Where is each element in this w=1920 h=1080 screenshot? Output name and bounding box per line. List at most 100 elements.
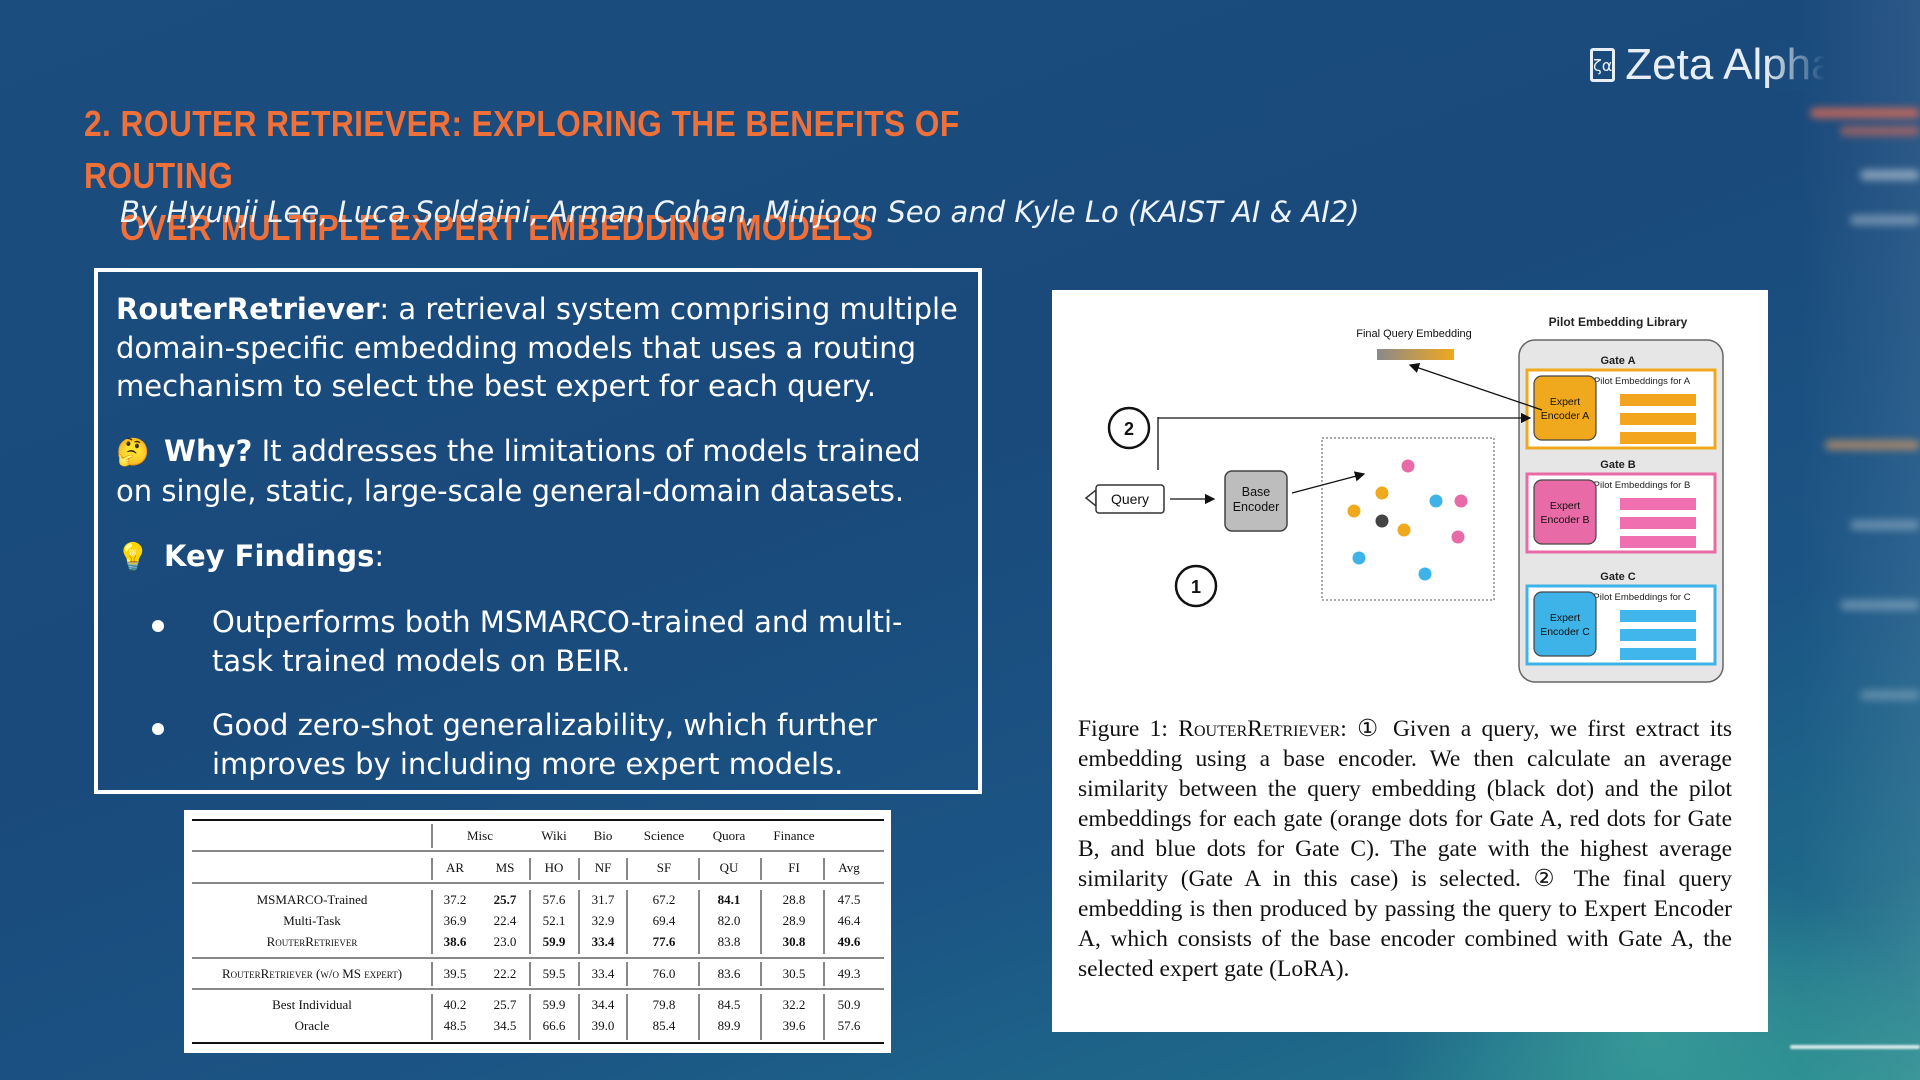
expert-encoder-label: Expert [1550,612,1580,624]
expert-encoder-label: Expert [1550,500,1580,512]
authors-line: By Hyunji Lee, Luca Soldaini, Arman Coha… [120,195,1360,229]
pilot-embeddings-label: Pilot Embeddings for A [1594,376,1691,387]
base-encoder-box [1224,470,1288,532]
table-column-header: QU [720,860,739,875]
table-cell: 30.8 [783,934,806,949]
pilot-library-title: Pilot Embedding Library [1549,315,1688,329]
slide-title-line1: 2. ROUTER RETRIEVER: EXPLORING THE BENEF… [84,103,960,196]
base-encoder-label: Encoder [1233,500,1280,514]
embedding-dot [1352,551,1366,565]
slide-title: 2. ROUTER RETRIEVER: EXPLORING THE BENEF… [84,98,1052,254]
thinking-face-icon: 🤔 [116,436,150,468]
findings-colon: : [374,538,385,573]
step1-label: 1 [1191,577,1201,597]
table-cell: 48.5 [444,1018,467,1033]
table-cell: 28.9 [783,913,806,928]
expert-encoder-box [1533,591,1597,657]
logo-fade [1765,40,1825,90]
table-cell: 32.9 [592,913,615,928]
expert-to-final-arrow [1408,363,1543,411]
pilot-embedding-bar [1620,629,1696,641]
brand-logo: ζα Zeta Alpha [1590,40,1825,90]
table-cell: 79.8 [653,997,676,1012]
summary-why: 🤔 Why? It addresses the limitations of mo… [116,432,960,511]
final-query-embedding-label: Final Query Embedding [1356,328,1472,340]
table-cell: 39.6 [783,1018,806,1033]
slide-title-line2: OVER MULTIPLE EXPERT EMBEDDING MODELS [120,207,874,248]
expert-encoder-label: Encoder A [1541,410,1589,422]
decorative-streak [1860,170,1920,180]
table-group-header: Bio [594,828,613,843]
table-cell: 38.6 [444,934,467,949]
table-group-header: Finance [773,828,814,843]
table-cell: 49.6 [838,934,861,949]
table-row-label: Oracle [295,1018,330,1033]
lightbulb-icon: 💡 [116,541,150,573]
query-label: Query [1111,491,1149,507]
table-cell: 47.5 [838,892,861,907]
table-cell: 57.6 [543,892,566,907]
decorative-streak [1840,126,1920,136]
table-cell: 84.1 [718,892,741,907]
pilot-embedding-bar [1620,498,1696,510]
pilot-embedding-bar [1620,517,1696,529]
table-cell: 82.0 [718,913,741,928]
embedding-dot [1375,514,1389,528]
finding-item: Good zero-shot generalizability, which f… [148,706,960,783]
pilot-embedding-bar [1620,432,1696,444]
intro-term: RouterRetriever [116,292,380,326]
decorative-streak [1840,600,1920,610]
decorative-streak [1810,108,1920,118]
table-cell: 33.4 [592,934,615,949]
decorative-streak [1850,520,1920,530]
gate-label: Gate C [1600,571,1636,583]
embedding-space-box [1321,437,1495,601]
table-cell: 83.6 [718,966,741,981]
table-row-label: Best Individual [272,997,352,1012]
pilot-embedding-bar [1620,394,1696,406]
table-cell: 34.4 [592,997,615,1012]
table-row-label: RouterRetriever [267,934,358,949]
embedding-dot [1397,523,1411,537]
decorative-streak [1850,215,1920,225]
table-column-header: Avg [838,860,860,875]
table-group-header: Wiki [541,828,567,843]
table-column-header: MS [496,860,515,875]
table-column-header: SF [657,860,671,875]
table-cell: 37.2 [444,892,467,907]
intro-text: : a retrieval system comprising multiple… [116,292,958,403]
table-column-header: NF [595,860,612,875]
table-cell: 25.7 [494,997,517,1012]
expert-encoder-box [1533,375,1597,441]
caption-fig: Figure 1: [1078,716,1179,742]
embedding-dot [1347,504,1361,518]
why-text: It addresses the limitations of models t… [116,433,921,509]
table-cell: 22.4 [494,913,517,928]
embedding-dot [1401,459,1415,473]
figure-card: Final Query Embedding Pilot Embedding Lib… [1052,290,1768,1032]
decorative-streak [1790,1045,1920,1049]
table-cell: 49.3 [838,966,861,981]
why-label: Why? [164,433,253,468]
table-cell: 67.2 [653,892,676,907]
pilot-embedding-bar [1620,610,1696,622]
pilot-embedding-bar [1620,413,1696,425]
embedding-dot [1375,486,1389,500]
finding-item: Outperforms both MSMARCO-trained and mul… [148,603,960,680]
step2-label: 2 [1124,419,1134,439]
table-cell: 57.6 [838,1018,861,1033]
table-cell: 52.1 [543,913,566,928]
gate-label: Gate A [1600,355,1635,367]
decorative-right-strip [1800,0,1920,1080]
gate-label: Gate B [1600,459,1636,471]
table-cell: 46.4 [838,913,861,928]
table-cell: 32.2 [783,997,806,1012]
table-cell: 23.0 [494,934,517,949]
table-cell: 83.8 [718,934,741,949]
caption-name: RouterRetriever [1178,716,1341,742]
expert-encoder-label: Expert [1550,396,1580,408]
final-query-embedding-bar [1377,349,1454,360]
decorative-streak [1825,440,1920,450]
